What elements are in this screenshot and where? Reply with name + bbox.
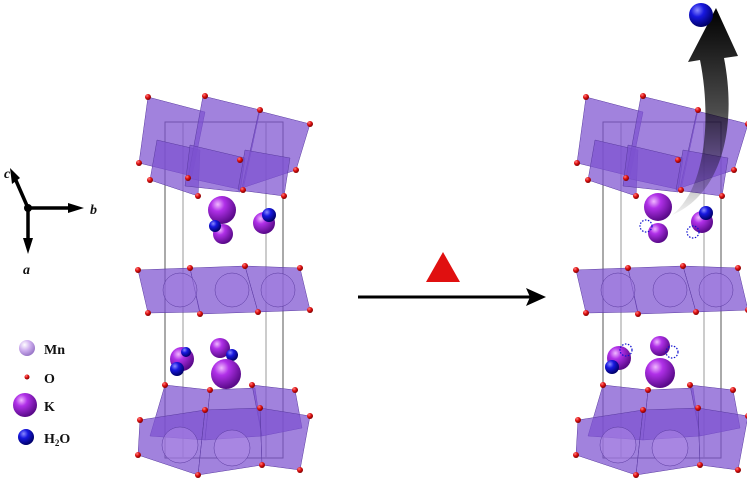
heating-triangle-icon bbox=[426, 252, 460, 282]
reaction-arrow bbox=[358, 288, 546, 306]
axis-label-a: a bbox=[23, 263, 30, 278]
crystal-axes bbox=[10, 168, 84, 254]
axis-label-b: b bbox=[90, 203, 97, 218]
legend-mn-label: Mn bbox=[44, 343, 65, 358]
water-release-arrow bbox=[672, 8, 738, 215]
legend-k-label: K bbox=[44, 400, 55, 415]
legend-o-marker bbox=[24, 374, 30, 380]
legend-h2o-marker bbox=[18, 429, 34, 445]
axis-label-c: c bbox=[4, 167, 11, 182]
legend-k-marker bbox=[13, 393, 37, 417]
legend: Mn O K H2O bbox=[13, 340, 70, 448]
structure-before bbox=[134, 92, 314, 479]
structure-after bbox=[572, 92, 747, 479]
legend-mn-marker bbox=[19, 340, 35, 356]
released-water-molecule bbox=[689, 3, 713, 27]
legend-o-label: O bbox=[44, 372, 55, 387]
vacated-water-sites bbox=[619, 219, 700, 359]
legend-h2o-label: H2O bbox=[44, 432, 70, 448]
